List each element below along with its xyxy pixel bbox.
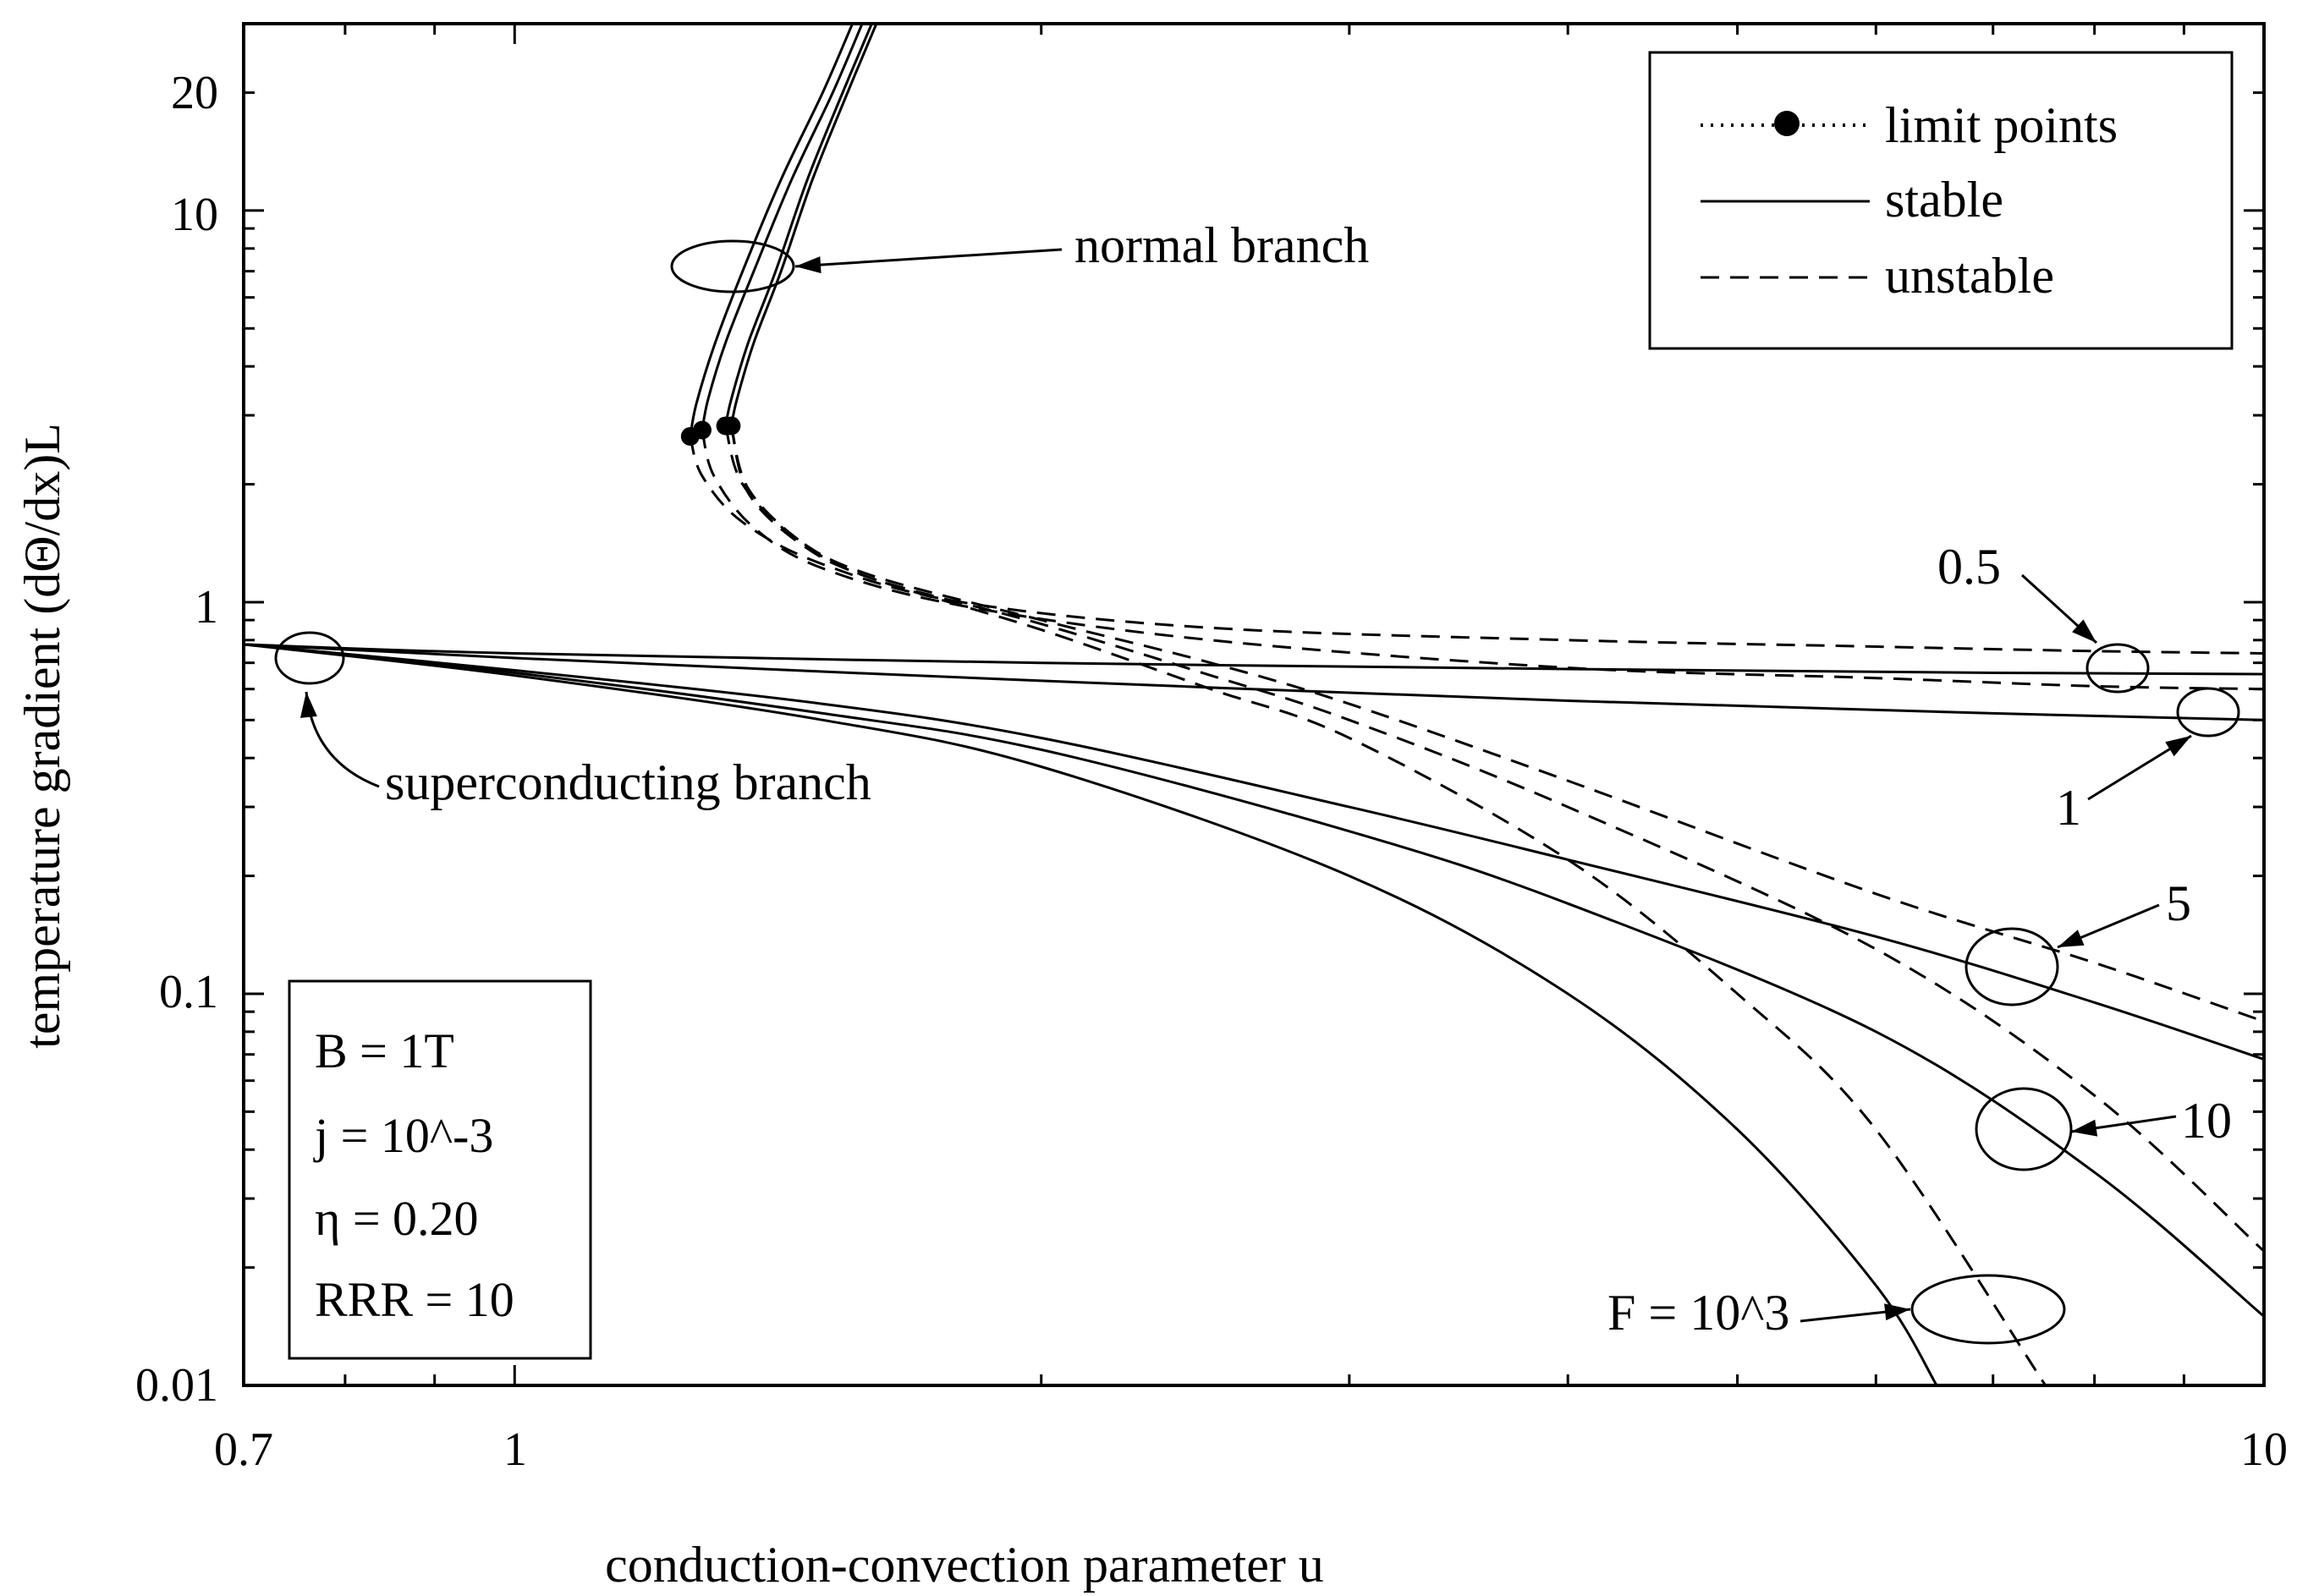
- arrow-normal-branch-head: [795, 256, 822, 274]
- annotation-superconducting-branch: superconducting branch: [385, 754, 871, 810]
- parameters-box: B = 1T j = 10^-3 η = 0.20 RRR = 10: [288, 979, 592, 1360]
- stable-curve: [244, 643, 2264, 1061]
- arrow-normal-branch-line: [794, 248, 1063, 268]
- x-axis-title: conduction-convection parameter u: [605, 1537, 1324, 1593]
- annotation-label-10: 10: [2181, 1093, 2232, 1149]
- stable-curve: [244, 643, 2264, 1318]
- limit-point-marker: [692, 420, 712, 440]
- parameter-line-4: RRR = 10: [315, 1272, 514, 1327]
- unstable-curve: [689, 436, 2264, 655]
- annotation-arrows: [299, 248, 2192, 1323]
- annotation-label-f: F = 10^3: [1607, 1285, 1789, 1341]
- stable-curve: [244, 643, 2264, 721]
- arrow-f-1000-head: [1884, 1303, 1910, 1321]
- annotation-label-0-5: 0.5: [1937, 539, 2001, 595]
- legend-label-stable: stable: [1885, 172, 2003, 228]
- arrow-f-5-head: [2058, 930, 2085, 947]
- legend-limit-point-marker: [1774, 111, 1800, 136]
- annotation-label-1: 1: [2056, 780, 2081, 836]
- arrow-f-1-head: [2165, 736, 2191, 757]
- y-tick-label: 1: [195, 581, 218, 633]
- stable-curve: [244, 643, 1938, 1385]
- curve-layer: [244, 24, 2264, 1385]
- ellipse-f-1: [2176, 687, 2240, 738]
- parameters-frame: [288, 979, 592, 1360]
- arrow-f-0-5-head: [2072, 619, 2096, 643]
- ellipse-superconducting-branch: [274, 631, 345, 685]
- unstable-curve: [701, 430, 2264, 691]
- annotation-ellipses: [274, 239, 2240, 1345]
- plot-frame: [242, 22, 2266, 1387]
- y-tick-label: 0.1: [159, 966, 218, 1018]
- normal-branch-curve: [701, 24, 864, 431]
- x-tick-label: 10: [2240, 1423, 2288, 1476]
- limit-point-layer: [680, 416, 741, 446]
- ellipse-f-1000: [1910, 1274, 2066, 1345]
- ellipse-f-5: [1965, 927, 2059, 1006]
- legend-box: [1648, 51, 2234, 350]
- parameter-line-3: η = 0.20: [315, 1191, 479, 1246]
- annotation-normal-branch: normal branch: [1074, 217, 1369, 273]
- y-tick-label: 20: [171, 67, 218, 119]
- arrow-superconducting-branch-head: [299, 692, 317, 718]
- normal-branch-curve: [724, 24, 873, 426]
- legend-label-limit-points: limit points: [1885, 97, 2118, 153]
- parameter-line-2: j = 10^-3: [313, 1108, 493, 1163]
- limit-point-marker: [722, 416, 741, 436]
- arrow-superconducting-branch-line: [305, 691, 380, 788]
- y-tick-label: 0.01: [135, 1359, 218, 1412]
- unstable-curve: [729, 425, 2047, 1385]
- ellipse-f-0-5: [2085, 643, 2150, 694]
- legend-label-unstable: unstable: [1885, 248, 2054, 304]
- normal-branch-curve: [729, 24, 878, 426]
- parameter-line-1: B = 1T: [315, 1023, 454, 1078]
- arrow-f-10-head: [2071, 1119, 2098, 1137]
- legend: limit points stable unstable: [1648, 51, 2234, 350]
- x-tick-label: 0.7: [214, 1423, 273, 1476]
- x-tick-label: 1: [503, 1423, 527, 1476]
- unstable-curve: [729, 425, 2264, 1253]
- ellipse-f-10: [1975, 1087, 2073, 1171]
- normal-branch-curve: [689, 24, 854, 437]
- ellipse-normal-branch: [670, 239, 795, 293]
- y-tick-label: 10: [171, 189, 218, 241]
- annotation-label-5: 5: [2166, 875, 2191, 931]
- y-axis-title: temperature gradient (dΘ/dx)L: [14, 423, 70, 1049]
- stable-curve: [244, 643, 2264, 676]
- axis-ticks: [244, 22, 2266, 1387]
